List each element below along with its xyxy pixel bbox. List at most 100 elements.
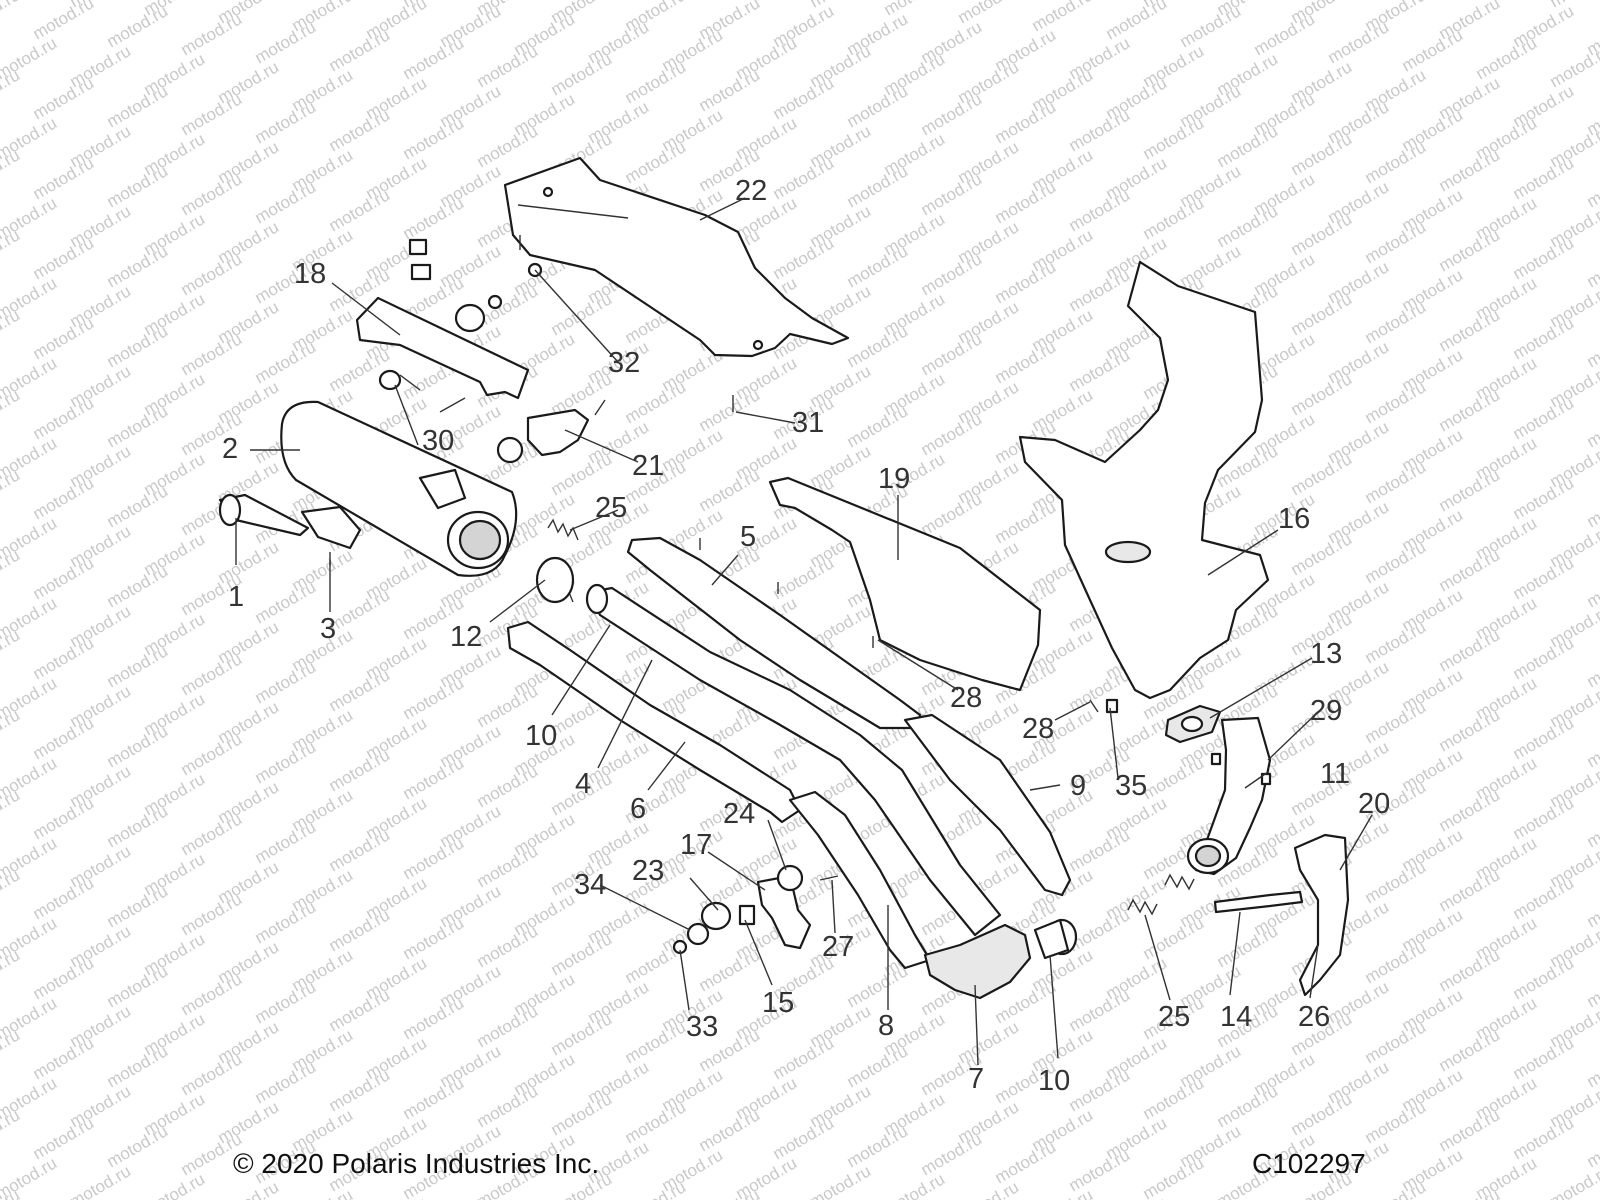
- watermark-text: motod.ru: [844, 1121, 912, 1171]
- grommet: [454, 303, 486, 333]
- watermark-text: motod.ru: [30, 0, 98, 43]
- header-heat-guard: [1293, 833, 1350, 997]
- watermark-text: motod.ru: [1362, 617, 1430, 667]
- callout-25-upper: 25: [595, 492, 627, 524]
- callout-22: 22: [735, 175, 767, 207]
- watermark-text: motod.ru: [844, 321, 912, 371]
- watermark-text: motod.ru: [1436, 865, 1504, 915]
- watermark-text: motod.ru: [1029, 0, 1097, 35]
- watermark-text: motod.ru: [30, 1193, 98, 1200]
- nut: [487, 294, 503, 310]
- watermark-text: motod.ru: [1584, 1121, 1600, 1171]
- watermark-text: motod.ru: [1288, 449, 1356, 499]
- front-pipe: [506, 620, 802, 824]
- large-heat-shield: [1018, 260, 1270, 700]
- watermark-text: motod.ru: [178, 9, 246, 59]
- head-pipe-flange: [585, 583, 609, 615]
- watermark-text: motod.ru: [918, 89, 986, 139]
- watermark-text: motod.ru: [1584, 721, 1600, 771]
- watermark-text: motod.ru: [1214, 921, 1282, 971]
- watermark-text: motod.ru: [1029, 1185, 1097, 1200]
- watermark-text: motod.ru: [1584, 961, 1600, 1011]
- watermark-text: motod.ru: [326, 825, 394, 875]
- upper-heat-shield: [503, 156, 850, 358]
- watermark-text: motod.ru: [696, 1105, 764, 1155]
- callout-17: 17: [680, 829, 712, 861]
- watermark-text: motod.ru: [104, 241, 172, 291]
- watermark-text: motod.ru: [770, 153, 838, 203]
- watermark-text: motod.ru: [1288, 369, 1356, 419]
- watermark-text: motod.ru: [326, 905, 394, 955]
- watermark-text: motod.ru: [1510, 1193, 1578, 1200]
- shield-embossed-pad: [1104, 540, 1152, 564]
- spacer-bushing: [738, 904, 756, 926]
- callout-21: 21: [632, 450, 664, 482]
- watermark-text: motod.ru: [30, 313, 98, 363]
- callout-23: 23: [632, 855, 664, 887]
- watermark-text: motod.ru: [400, 673, 468, 723]
- muffler-tip-insert: [300, 505, 362, 550]
- watermark-text: motod.ru: [1066, 825, 1134, 875]
- shield-hole: [542, 186, 554, 198]
- collector-clamp: [1033, 918, 1070, 960]
- watermark-text: motod.ru: [400, 113, 468, 163]
- watermark-text: motod.ru: [363, 1193, 431, 1200]
- watermark-text: motod.ru: [918, 169, 986, 219]
- watermark-text: motod.ru: [696, 65, 764, 115]
- callout-12: 12: [450, 621, 482, 653]
- watermark-text: motod.ru: [1584, 241, 1600, 291]
- callout-11: 11: [1320, 758, 1350, 790]
- watermark-text: motod.ru: [1436, 705, 1504, 755]
- watermark-text: motod.ru: [548, 49, 616, 99]
- watermark-text: motod.ru: [30, 953, 98, 1003]
- watermark-text: motod.ru: [30, 393, 98, 443]
- watermark-text: motod.ru: [326, 105, 394, 155]
- watermark-text: motod.ru: [1510, 633, 1578, 683]
- watermark-text: motod.ru: [1288, 209, 1356, 259]
- shield-detail-line: [517, 204, 629, 219]
- watermark-text: motod.ru: [1325, 17, 1393, 67]
- collector-pipe: [923, 923, 1032, 1000]
- watermark-text: motod.ru: [992, 337, 1060, 387]
- watermark-text: motod.ru: [918, 409, 986, 459]
- watermark-text: motod.ru: [807, 1161, 875, 1200]
- watermark-text: motod.ru: [844, 401, 912, 451]
- callout-35: 35: [1115, 770, 1147, 802]
- watermark-text: motod.ru: [30, 473, 98, 523]
- washer: [686, 922, 710, 946]
- watermark-text: motod.ru: [104, 1121, 172, 1171]
- watermark-text: motod.ru: [104, 161, 172, 211]
- watermark-text: motod.ru: [1584, 1041, 1600, 1091]
- watermark-text: motod.ru: [1177, 1, 1245, 51]
- callout-2: 2: [222, 433, 238, 465]
- watermark-text: motod.ru: [30, 713, 98, 763]
- watermark-text: motod.ru: [252, 977, 320, 1027]
- watermark-text: motod.ru: [992, 177, 1060, 227]
- watermark-text: motod.ru: [0, 0, 23, 35]
- watermark-text: motod.ru: [30, 153, 98, 203]
- watermark-text: motod.ru: [178, 729, 246, 779]
- watermark-text: motod.ru: [1362, 937, 1430, 987]
- watermark-text: motod.ru: [1140, 193, 1208, 243]
- watermark-text: motod.ru: [1214, 201, 1282, 251]
- watermark-text: motod.ru: [104, 881, 172, 931]
- watermark-text: motod.ru: [918, 489, 986, 539]
- watermark-text: motod.ru: [1510, 953, 1578, 1003]
- callout-1: 1: [228, 581, 244, 613]
- watermark-text: motod.ru: [1066, 185, 1134, 235]
- watermark-text: motod.ru: [770, 553, 838, 603]
- watermark-text: motod.ru: [1510, 313, 1578, 363]
- watermark-text: motod.ru: [1362, 1177, 1430, 1200]
- watermark-text: motod.ru: [1140, 753, 1208, 803]
- header-elbow-inner: [1194, 844, 1222, 868]
- watermark-text: motod.ru: [622, 1017, 690, 1067]
- watermark-text: motod.ru: [1362, 697, 1430, 747]
- watermark-text: motod.ru: [474, 921, 542, 971]
- callout-18: 18: [294, 258, 326, 290]
- exhaust-spring: [547, 518, 579, 541]
- callout-10-lower: 10: [1038, 1065, 1070, 1097]
- watermark-text: motod.ru: [918, 249, 986, 299]
- callout-9: 9: [1070, 770, 1086, 802]
- watermark-text: motod.ru: [548, 1089, 616, 1139]
